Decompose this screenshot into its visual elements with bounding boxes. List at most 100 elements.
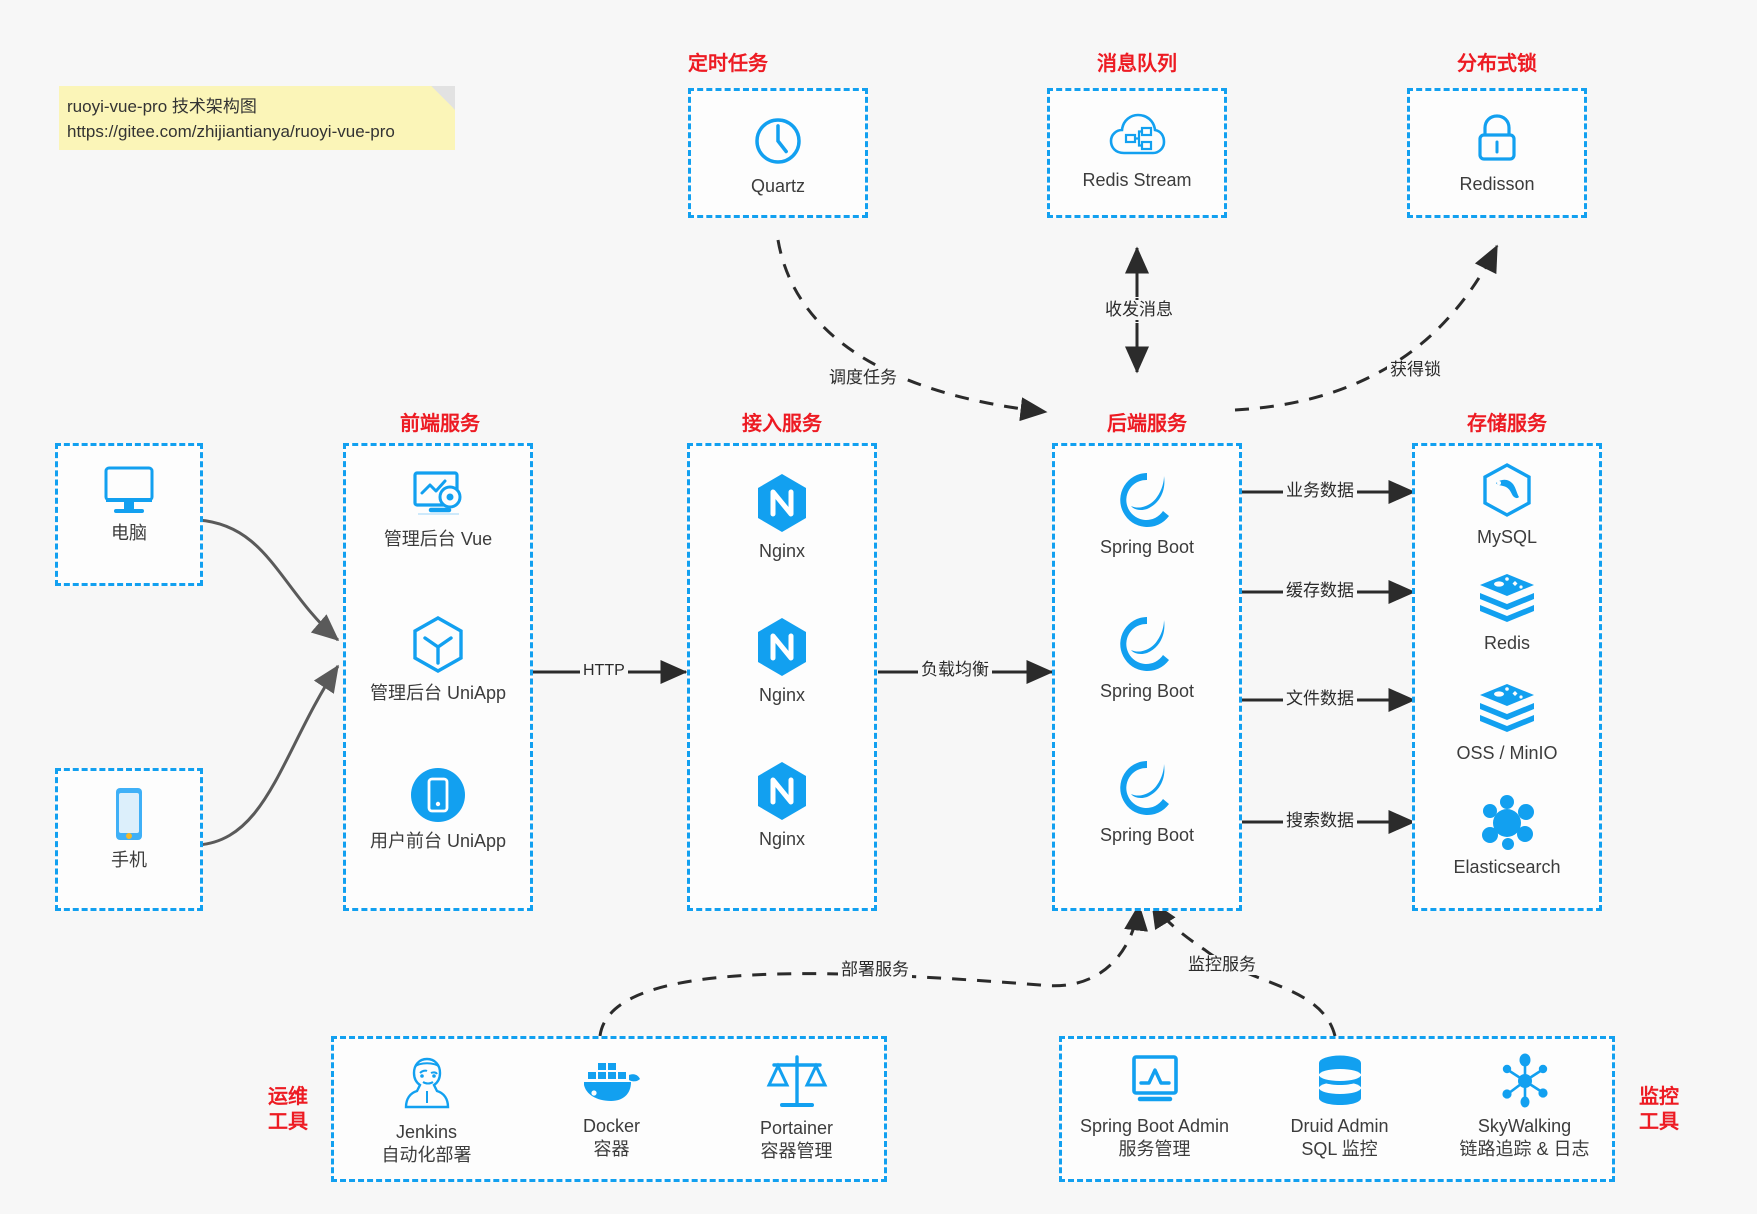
group-box-devops[interactable]: Jenkins 自动化部署 Docker 容器: [331, 1036, 887, 1182]
node-label: Nginx: [758, 541, 806, 561]
node-label: Spring Boot: [1099, 681, 1195, 701]
clock-icon: [755, 118, 801, 164]
spring-boot-icon: [1120, 761, 1169, 815]
cube-icon: [413, 616, 463, 673]
note-fold-corner: [431, 86, 455, 110]
group-box-distributed-lock[interactable]: Redisson: [1407, 88, 1587, 218]
portainer-icon: [766, 1055, 827, 1107]
node-label: Redis Stream: [1082, 170, 1192, 190]
node-skywalking[interactable]: SkyWalking 链路追踪 & 日志: [1432, 1053, 1617, 1161]
note-url: https://gitee.com/zhijiantianya/ruoyi-vu…: [67, 122, 395, 141]
edge-label-load-balance: 负载均衡: [918, 660, 992, 680]
node-admin-uniapp[interactable]: 管理后台 UniApp: [346, 614, 530, 705]
group-box-storage[interactable]: MySQL Redis OS: [1412, 443, 1602, 911]
node-label: 用户前台 UniApp: [369, 831, 507, 851]
node-label: SkyWalking: [1477, 1116, 1572, 1136]
group-box-client-desktop[interactable]: 电脑: [55, 443, 203, 586]
group-title-gateway: 接入服务: [742, 413, 822, 435]
edge-schedule-task: [776, 239, 1048, 422]
oss-minio-icon: [1480, 684, 1534, 732]
group-box-monitoring[interactable]: Spring Boot Admin 服务管理 Druid Admin SQL 监…: [1059, 1036, 1615, 1182]
node-spring-boot-3[interactable]: Spring Boot: [1055, 758, 1239, 847]
dashboard-gear-icon: [413, 471, 462, 515]
group-title-frontend: 前端服务: [400, 413, 480, 435]
group-box-client-mobile[interactable]: 手机: [55, 768, 203, 911]
node-redis[interactable]: Redis: [1415, 572, 1599, 655]
docker-icon: [583, 1063, 640, 1101]
edge-label-monitor-service: 监控服务: [1185, 955, 1259, 975]
group-box-message-queue[interactable]: Redis Stream: [1047, 88, 1227, 218]
node-admin-vue[interactable]: 管理后台 Vue: [346, 468, 530, 551]
node-spring-boot-admin[interactable]: Spring Boot Admin 服务管理: [1062, 1053, 1247, 1161]
group-title-devops-line2: 工具: [268, 1111, 308, 1133]
redis-icon: [1480, 574, 1534, 622]
group-box-frontend[interactable]: 管理后台 Vue 管理后台 UniApp 用户前台 UniApp: [343, 443, 533, 911]
group-title-backend: 后端服务: [1107, 413, 1187, 435]
monitor-chart-icon: [1131, 1055, 1178, 1102]
node-elasticsearch[interactable]: Elasticsearch: [1415, 794, 1599, 879]
group-title-monitoring: 监控 工具: [1627, 1085, 1691, 1135]
node-label: 电脑: [111, 523, 147, 543]
node-druid-admin[interactable]: Druid Admin SQL 监控: [1247, 1053, 1432, 1161]
node-nginx-3[interactable]: Nginx: [690, 760, 874, 851]
group-title-devops: 运维 工具: [256, 1085, 320, 1135]
spring-boot-icon: [1120, 473, 1169, 527]
desktop-icon: [104, 466, 154, 513]
node-nginx-1[interactable]: Nginx: [690, 472, 874, 563]
edge-label-send-receive: 收发消息: [1102, 300, 1176, 320]
group-box-scheduled-task[interactable]: Quartz: [688, 88, 868, 218]
group-title-distributed-lock: 分布式锁: [1457, 53, 1537, 75]
node-desktop[interactable]: 电脑: [58, 462, 200, 545]
spring-boot-icon: [1120, 617, 1169, 671]
database-icon: [1318, 1055, 1361, 1105]
node-oss-minio[interactable]: OSS / MinIO: [1415, 682, 1599, 765]
nginx-icon: [758, 474, 806, 532]
node-docker[interactable]: Docker 容器: [519, 1053, 704, 1161]
node-spring-boot-1[interactable]: Spring Boot: [1055, 470, 1239, 559]
group-title-message-queue: 消息队列: [1097, 53, 1177, 75]
node-label: MySQL: [1476, 527, 1537, 547]
mobile-icon: [116, 788, 142, 840]
node-nginx-2[interactable]: Nginx: [690, 616, 874, 707]
group-title-monitoring-line2: 工具: [1639, 1111, 1679, 1133]
node-portainer[interactable]: Portainer 容器管理: [704, 1053, 889, 1163]
node-sublabel: 容器: [593, 1139, 630, 1159]
lock-icon: [1478, 114, 1516, 161]
cloud-stream-icon: [1109, 113, 1166, 155]
edge-label-acquire-lock: 获得锁: [1387, 360, 1444, 380]
edge-label-deploy-service: 部署服务: [838, 960, 912, 980]
node-mobile[interactable]: 手机: [58, 785, 200, 872]
nginx-icon: [758, 762, 806, 820]
node-jenkins[interactable]: Jenkins 自动化部署: [334, 1053, 519, 1167]
group-box-backend[interactable]: Spring Boot Spring Boot Spring Boot: [1052, 443, 1242, 911]
node-mysql[interactable]: MySQL: [1415, 462, 1599, 549]
node-label: OSS / MinIO: [1456, 743, 1558, 763]
node-label: Spring Boot: [1099, 825, 1195, 845]
nginx-icon: [758, 618, 806, 676]
node-label: Druid Admin: [1290, 1116, 1389, 1136]
node-quartz[interactable]: Quartz: [691, 113, 865, 198]
note-card: ruoyi-vue-pro 技术架构图 https://gitee.com/zh…: [59, 86, 455, 150]
edge-acquire-lock: [1234, 244, 1499, 412]
edge-label-schedule-task: 调度任务: [826, 368, 900, 388]
elasticsearch-icon: [1482, 795, 1534, 850]
node-sublabel: SQL 监控: [1301, 1139, 1378, 1159]
node-label: Elasticsearch: [1453, 857, 1561, 877]
node-label: 手机: [111, 850, 147, 870]
node-redis-stream[interactable]: Redis Stream: [1050, 111, 1224, 192]
group-box-gateway[interactable]: Nginx Nginx Nginx: [687, 443, 877, 911]
node-label: Quartz: [750, 176, 806, 196]
node-label: Redis: [1483, 633, 1531, 653]
node-label: 管理后台 Vue: [383, 529, 493, 549]
group-title-monitoring-line1: 监控: [1639, 1086, 1679, 1108]
node-spring-boot-2[interactable]: Spring Boot: [1055, 614, 1239, 703]
node-redisson[interactable]: Redisson: [1410, 111, 1584, 196]
node-sublabel: 容器管理: [760, 1141, 833, 1161]
edge-label-business-data: 业务数据: [1283, 481, 1357, 501]
node-label: Redisson: [1459, 174, 1535, 194]
node-label: Spring Boot: [1099, 537, 1195, 557]
node-user-uniapp[interactable]: 用户前台 UniApp: [346, 766, 530, 853]
node-label: Nginx: [758, 685, 806, 705]
node-sublabel: 服务管理: [1118, 1139, 1191, 1159]
